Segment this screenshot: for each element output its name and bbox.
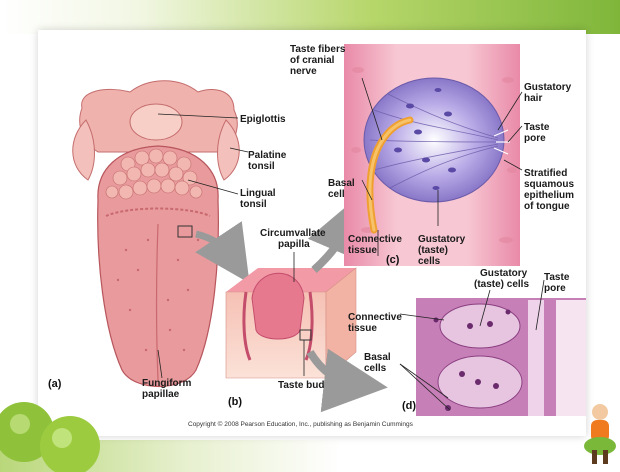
label-fungiform-papillae: Fungiformpapillae bbox=[142, 378, 191, 400]
label-taste-pore-c: Tastepore bbox=[524, 122, 549, 144]
label-epiglottis: Epiglottis bbox=[240, 114, 286, 125]
copyright-notice: Copyright © 2008 Pearson Education, Inc.… bbox=[188, 421, 413, 428]
label-taste-fibers: Taste fibersof cranialnerve bbox=[290, 44, 345, 77]
label-connective-tissue-d: Connectivetissue bbox=[348, 312, 402, 334]
label-gustatory-cells-d: Gustatory(taste) cells bbox=[474, 268, 529, 290]
label-basal-cell: Basalcell bbox=[328, 178, 355, 200]
label-taste-pore-d: Tastepore bbox=[544, 272, 569, 294]
papilla-block-illustration bbox=[226, 268, 356, 378]
label-connective-tissue-c: Connectivetissue bbox=[348, 234, 402, 256]
label-gustatory-hair: Gustatoryhair bbox=[524, 82, 571, 104]
label-palatine-tonsil: Palatinetonsil bbox=[248, 150, 286, 172]
histology-micrograph bbox=[416, 298, 586, 416]
green-apples-icon bbox=[0, 380, 110, 472]
panel-label-c: (c) bbox=[386, 254, 399, 266]
slide-canvas: Epiglottis Palatinetonsil Lingualtonsil … bbox=[38, 30, 586, 436]
label-gustatory-cells-c: Gustatory(taste)cells bbox=[418, 234, 465, 267]
taste-bud-detail bbox=[344, 44, 520, 266]
label-taste-bud: Taste bud bbox=[278, 380, 324, 391]
label-basal-cells-d: Basalcells bbox=[364, 352, 391, 374]
header-gradient-band bbox=[0, 0, 620, 34]
label-stratified-epithelium: Stratifiedsquamousepitheliumof tongue bbox=[524, 168, 574, 212]
tongue-illustration bbox=[73, 81, 240, 387]
label-circumvallate-papilla: Circumvallatepapilla bbox=[260, 228, 326, 250]
mascot-icon bbox=[582, 402, 618, 468]
panel-label-b: (b) bbox=[228, 396, 242, 408]
label-lingual-tonsil: Lingualtonsil bbox=[240, 188, 276, 210]
panel-label-d: (d) bbox=[402, 400, 416, 412]
